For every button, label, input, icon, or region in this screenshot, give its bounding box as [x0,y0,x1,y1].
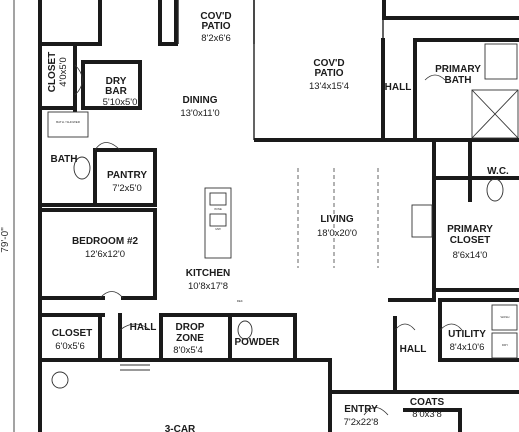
hall-mid-name: HALL [130,322,157,333]
powder-name: POWDER [235,337,281,348]
dryer-label: DRY [502,343,508,347]
wc-name: W.C. [487,166,509,177]
wine-label: WINE [214,207,222,211]
fixtures: BATH / SHOWER [47,43,519,389]
covd-patio-main-dim: 13'4x15'4 [309,81,349,92]
primary-bath-name: PRIMARY [435,64,481,75]
hall-top-name: HALL [385,82,412,93]
entry-name: ENTRY [344,404,378,415]
utility-name: UTILITY [448,329,486,340]
mw-label: MW [215,227,220,231]
doors [74,64,463,416]
dining-dim: 13'0x11'0 [180,108,219,119]
covd-patio-small-name: COV'D [200,11,231,22]
kitchen-name: KITCHEN [186,268,230,279]
drop-zone-dim: 8'0x5'4 [173,345,203,356]
closet-bottom-dim: 6'0x5'6 [55,341,85,352]
overall-dimension: 79'-0" [0,0,15,432]
coats-name: COATS [410,397,445,408]
utility-dim: 8'4x10'6 [450,342,485,353]
svg-text:BATH / SHOWER: BATH / SHOWER [56,120,81,124]
bedroom-2-name: BEDROOM #2 [72,236,139,247]
fixture-labels: WASH DRY REF. WINE MW [214,207,509,347]
living-dim: 18'0x20'0 [317,228,357,239]
walls [38,0,519,432]
dry-bar-dim: 5'10x5'0 [103,97,138,108]
bath-shower-label: BATH / SHOWER [56,120,81,124]
bedroom-2-dim: 12'6x12'0 [85,249,125,260]
primary-closet-dim: 8'6x14'0 [453,250,488,261]
overall-dim-label: 79'-0" [0,227,11,253]
closet-bottom-name: CLOSET [52,328,93,339]
covd-patio-main-name: COV'D [313,58,344,69]
garage-name: 3-CAR [165,424,196,432]
dining-name: DINING [183,95,218,106]
kitchen-dim: 10'8x17'8 [188,281,228,292]
bath-name: BATH [50,154,77,165]
living-name: LIVING [320,214,354,225]
ref-label: REF. [237,299,244,303]
wash-label: WASH [501,315,510,319]
closet-left-name: CLOSET [47,52,58,93]
hall-bottom-name: HALL [400,344,427,355]
entry-dim: 7'2x22'8 [344,417,379,428]
pantry-name: PANTRY [107,170,147,181]
covd-patio-small-dim: 8'2x6'6 [201,33,231,44]
drop-zone-name: DROP [176,322,205,333]
pantry-dim: 7'2x5'0 [112,183,142,194]
coats-dim: 8'0x3'8 [412,409,442,420]
primary-closet-name: PRIMARY [447,224,493,235]
dry-bar-name: DRY [106,76,127,87]
closet-left-dim: 4'0x5'0 [58,57,69,87]
